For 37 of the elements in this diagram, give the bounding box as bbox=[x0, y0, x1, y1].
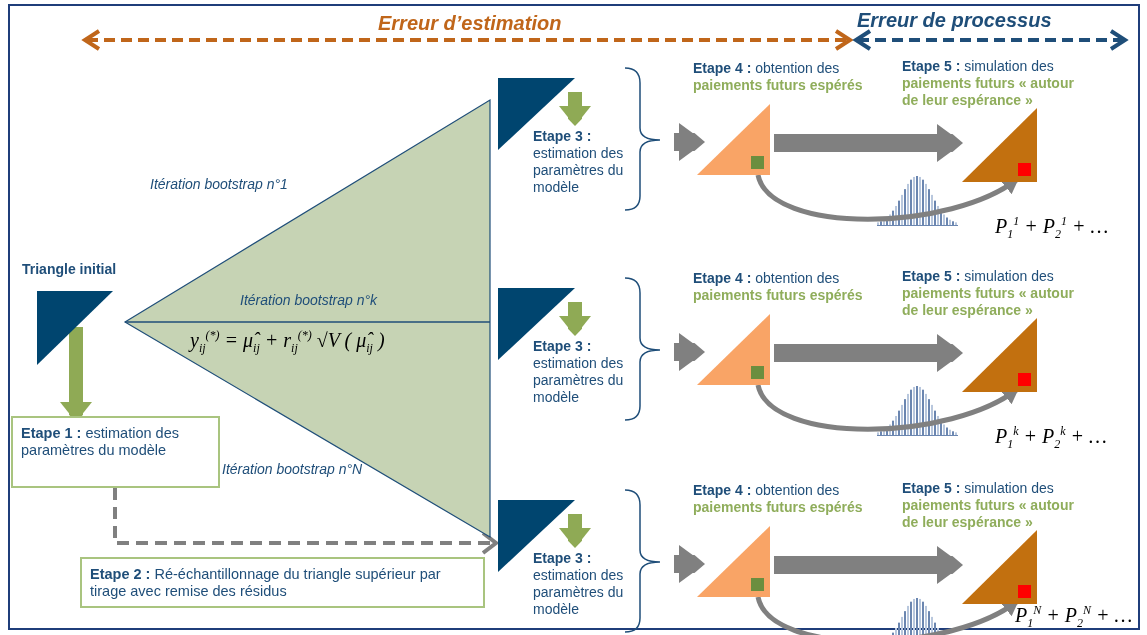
formula: y$_{ij}$$^{(*)}$ = μ̂$_{ij}$ + r$_{ij}$$^{(*)}$ √V ( μ̂$_{ij}$ ) bbox=[190, 328, 385, 356]
arrow bbox=[674, 123, 705, 161]
step-subheading: paiements futurs « autour de leur espérance » bbox=[902, 497, 1075, 531]
step-heading: Etape 5 : simulation des bbox=[902, 58, 1055, 75]
step-text: Etape 3 : estimation des paramètres du modèle bbox=[530, 125, 662, 210]
formula: P$_{1}$$^{k}$ + P$_{2}$$^{k}$ + … bbox=[995, 424, 1107, 452]
step-heading: Etape 4 : obtention des bbox=[693, 482, 841, 499]
arrow bbox=[774, 124, 963, 162]
step-subheading: paiements futurs « autour de leur espérance » bbox=[902, 75, 1075, 109]
step-text: Etape 3 : estimation des paramètres du modèle bbox=[530, 335, 662, 420]
step-subheading: paiements futurs espérés bbox=[693, 287, 864, 304]
arrow bbox=[774, 546, 963, 584]
step-heading: Etape 5 : simulation des bbox=[902, 480, 1055, 497]
arrow bbox=[674, 545, 705, 583]
iteration-label: Itération bootstrap n°N bbox=[222, 461, 363, 477]
span-label: Erreur d’estimation bbox=[378, 12, 562, 35]
step-subheading: paiements futurs espérés bbox=[693, 77, 864, 94]
step-heading: Etape 4 : obtention des bbox=[693, 60, 841, 77]
iteration-label: Itération bootstrap n°k bbox=[240, 292, 378, 309]
step-heading: Etape 4 : obtention des bbox=[693, 270, 841, 287]
step-heading: Etape 5 : simulation des bbox=[902, 268, 1055, 285]
step-text: Etape 3 : estimation des paramètres du modèle bbox=[530, 547, 662, 632]
step-subheading: paiements futurs espérés bbox=[693, 499, 864, 516]
formula: P$_{1}$$^{1}$ + P$_{2}$$^{1}$ + … bbox=[995, 214, 1109, 242]
iteration-label: Itération bootstrap n°1 bbox=[150, 176, 288, 192]
heading-text: Triangle initial bbox=[22, 261, 117, 278]
arrow bbox=[559, 514, 591, 548]
step-box: Etape 2 : Ré-échantillonnage du triangle supérieur par tirage avec remise des résidus bbox=[80, 557, 485, 608]
arrow bbox=[774, 334, 963, 372]
step-subheading: paiements futurs « autour de leur espérance » bbox=[902, 285, 1075, 319]
arrow bbox=[559, 302, 591, 336]
formula: P$_{1}$$^{N}$ + P$_{2}$$^{N}$ + … bbox=[1015, 603, 1133, 631]
step-box: Etape 1 : estimation des paramètres du modèle bbox=[11, 416, 220, 488]
span-label: Erreur de processus bbox=[857, 9, 1052, 32]
arrow bbox=[674, 333, 705, 371]
arrow bbox=[113, 488, 498, 555]
arrow bbox=[559, 92, 591, 126]
